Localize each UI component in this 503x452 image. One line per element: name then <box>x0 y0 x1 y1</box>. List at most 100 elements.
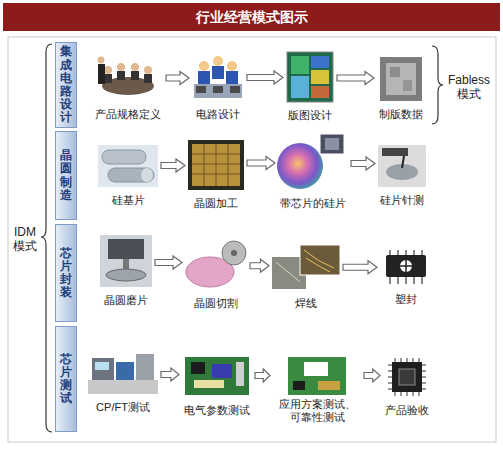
dicing-blade <box>222 241 246 265</box>
die-block <box>403 80 412 91</box>
person-head <box>199 61 209 71</box>
chip-logo <box>400 260 412 272</box>
fabless-brace <box>432 46 443 124</box>
process-step: 产品验收 <box>383 355 431 418</box>
bond-wire <box>304 250 334 272</box>
person-head <box>213 56 223 66</box>
die-core <box>386 63 416 95</box>
person-head <box>131 63 139 71</box>
lab-bench <box>88 380 158 394</box>
step-caption: 晶圆切割 <box>194 297 238 310</box>
flow-arrow <box>351 157 375 170</box>
test-board <box>288 357 346 395</box>
person-head <box>104 66 112 74</box>
flow-arrow <box>161 159 185 172</box>
process-step: 晶圆切割 <box>185 238 247 311</box>
person-body <box>117 71 125 80</box>
process-step: 硅片针测 <box>378 145 426 208</box>
person-body <box>131 71 139 80</box>
chip-body <box>386 255 426 277</box>
person-body <box>144 74 152 83</box>
pcb-part <box>194 380 224 388</box>
flow-arrow <box>255 369 270 382</box>
stage-band: 芯片测试 <box>55 326 77 432</box>
step-caption: 应用方案测试、 可靠性测试 <box>275 398 359 424</box>
process-step: CP/FT测试 <box>88 352 158 415</box>
grinder-spindle <box>123 259 129 269</box>
ingot-ground <box>98 145 158 187</box>
process-step: 制版数据 <box>377 57 425 122</box>
step-caption: 硅基片 <box>112 194 145 207</box>
flow-arrow <box>166 72 189 85</box>
flow-arrow <box>364 369 380 382</box>
processed-wafer <box>188 140 244 190</box>
stage-band: 晶圆制造 <box>55 131 77 220</box>
step-caption: 产品规格定义 <box>95 108 161 121</box>
layout-block <box>291 56 309 74</box>
qfp-body <box>392 362 422 392</box>
grinder-disk <box>106 269 146 281</box>
instrument <box>136 354 154 380</box>
person-head <box>98 57 105 64</box>
monitor <box>230 86 240 93</box>
mode-label: Fabless 模式 <box>445 73 493 102</box>
chip-inset-core <box>325 138 339 150</box>
stage-name: 芯片封装 <box>60 247 72 300</box>
qfp-pins <box>388 358 426 396</box>
stage-name: 晶圆制造 <box>60 149 72 202</box>
person-body <box>104 74 112 83</box>
wafer-with-chips <box>277 143 323 189</box>
board-part <box>318 381 340 390</box>
stage-band: 集成电路设计 <box>55 42 77 128</box>
flow-arrow <box>337 72 374 85</box>
step-caption: CP/FT测试 <box>96 401 150 414</box>
layout-block <box>311 56 329 68</box>
step-caption: 产品验收 <box>385 404 429 417</box>
die-block <box>390 67 400 77</box>
step-caption: 版图设计 <box>288 109 332 122</box>
step-caption: 焊线 <box>295 297 317 310</box>
probe-station <box>378 145 426 187</box>
layout-block <box>291 76 309 98</box>
process-step: 焊线 <box>272 245 340 311</box>
step-caption: 带芯片的硅片 <box>280 197 346 210</box>
process-step: 硅基片 <box>98 145 158 208</box>
person-body <box>198 71 210 84</box>
person-head <box>227 61 237 71</box>
process-step: 应用方案测试、 可靠性测试 <box>273 355 361 425</box>
step-caption: 电气参数测试 <box>184 404 250 417</box>
chip-logo-mark <box>400 260 412 272</box>
flow-arrow <box>155 256 182 269</box>
pcb-chip <box>191 362 205 374</box>
title-band <box>3 3 500 31</box>
process-step: 晶圆加工 <box>188 140 244 211</box>
flow-arrow <box>161 368 179 381</box>
instrument <box>116 362 134 380</box>
mode-label: IDM 模式 <box>10 225 40 254</box>
flow-arrow <box>247 71 283 84</box>
stage-name: 集成电路设计 <box>60 45 72 124</box>
die-grid <box>192 144 240 186</box>
person-head <box>117 63 125 71</box>
step-caption: 晶圆加工 <box>194 197 238 210</box>
step-caption: 塑封 <box>395 293 417 306</box>
process-step: 产品规格定义 <box>93 55 163 122</box>
process-step: 晶圆磨片 <box>100 235 152 308</box>
pcb-connector <box>236 362 244 386</box>
diagram-title: 行业经营模式图示 <box>3 3 500 31</box>
ingot <box>102 150 146 164</box>
board-chip <box>293 381 305 390</box>
ingot-end <box>141 168 153 182</box>
grinder <box>100 235 152 287</box>
person-body <box>212 66 224 79</box>
step-caption: 晶圆磨片 <box>104 294 148 307</box>
probe-needle <box>402 156 404 168</box>
step-caption: 制版数据 <box>379 108 423 121</box>
chip-inset <box>320 134 344 154</box>
monitor <box>213 86 223 93</box>
process-step: 塑封 <box>380 248 432 307</box>
flow-arrow <box>250 259 269 272</box>
ingot <box>108 168 154 182</box>
step-caption: 硅片针测 <box>380 194 424 207</box>
person-body <box>98 64 105 84</box>
